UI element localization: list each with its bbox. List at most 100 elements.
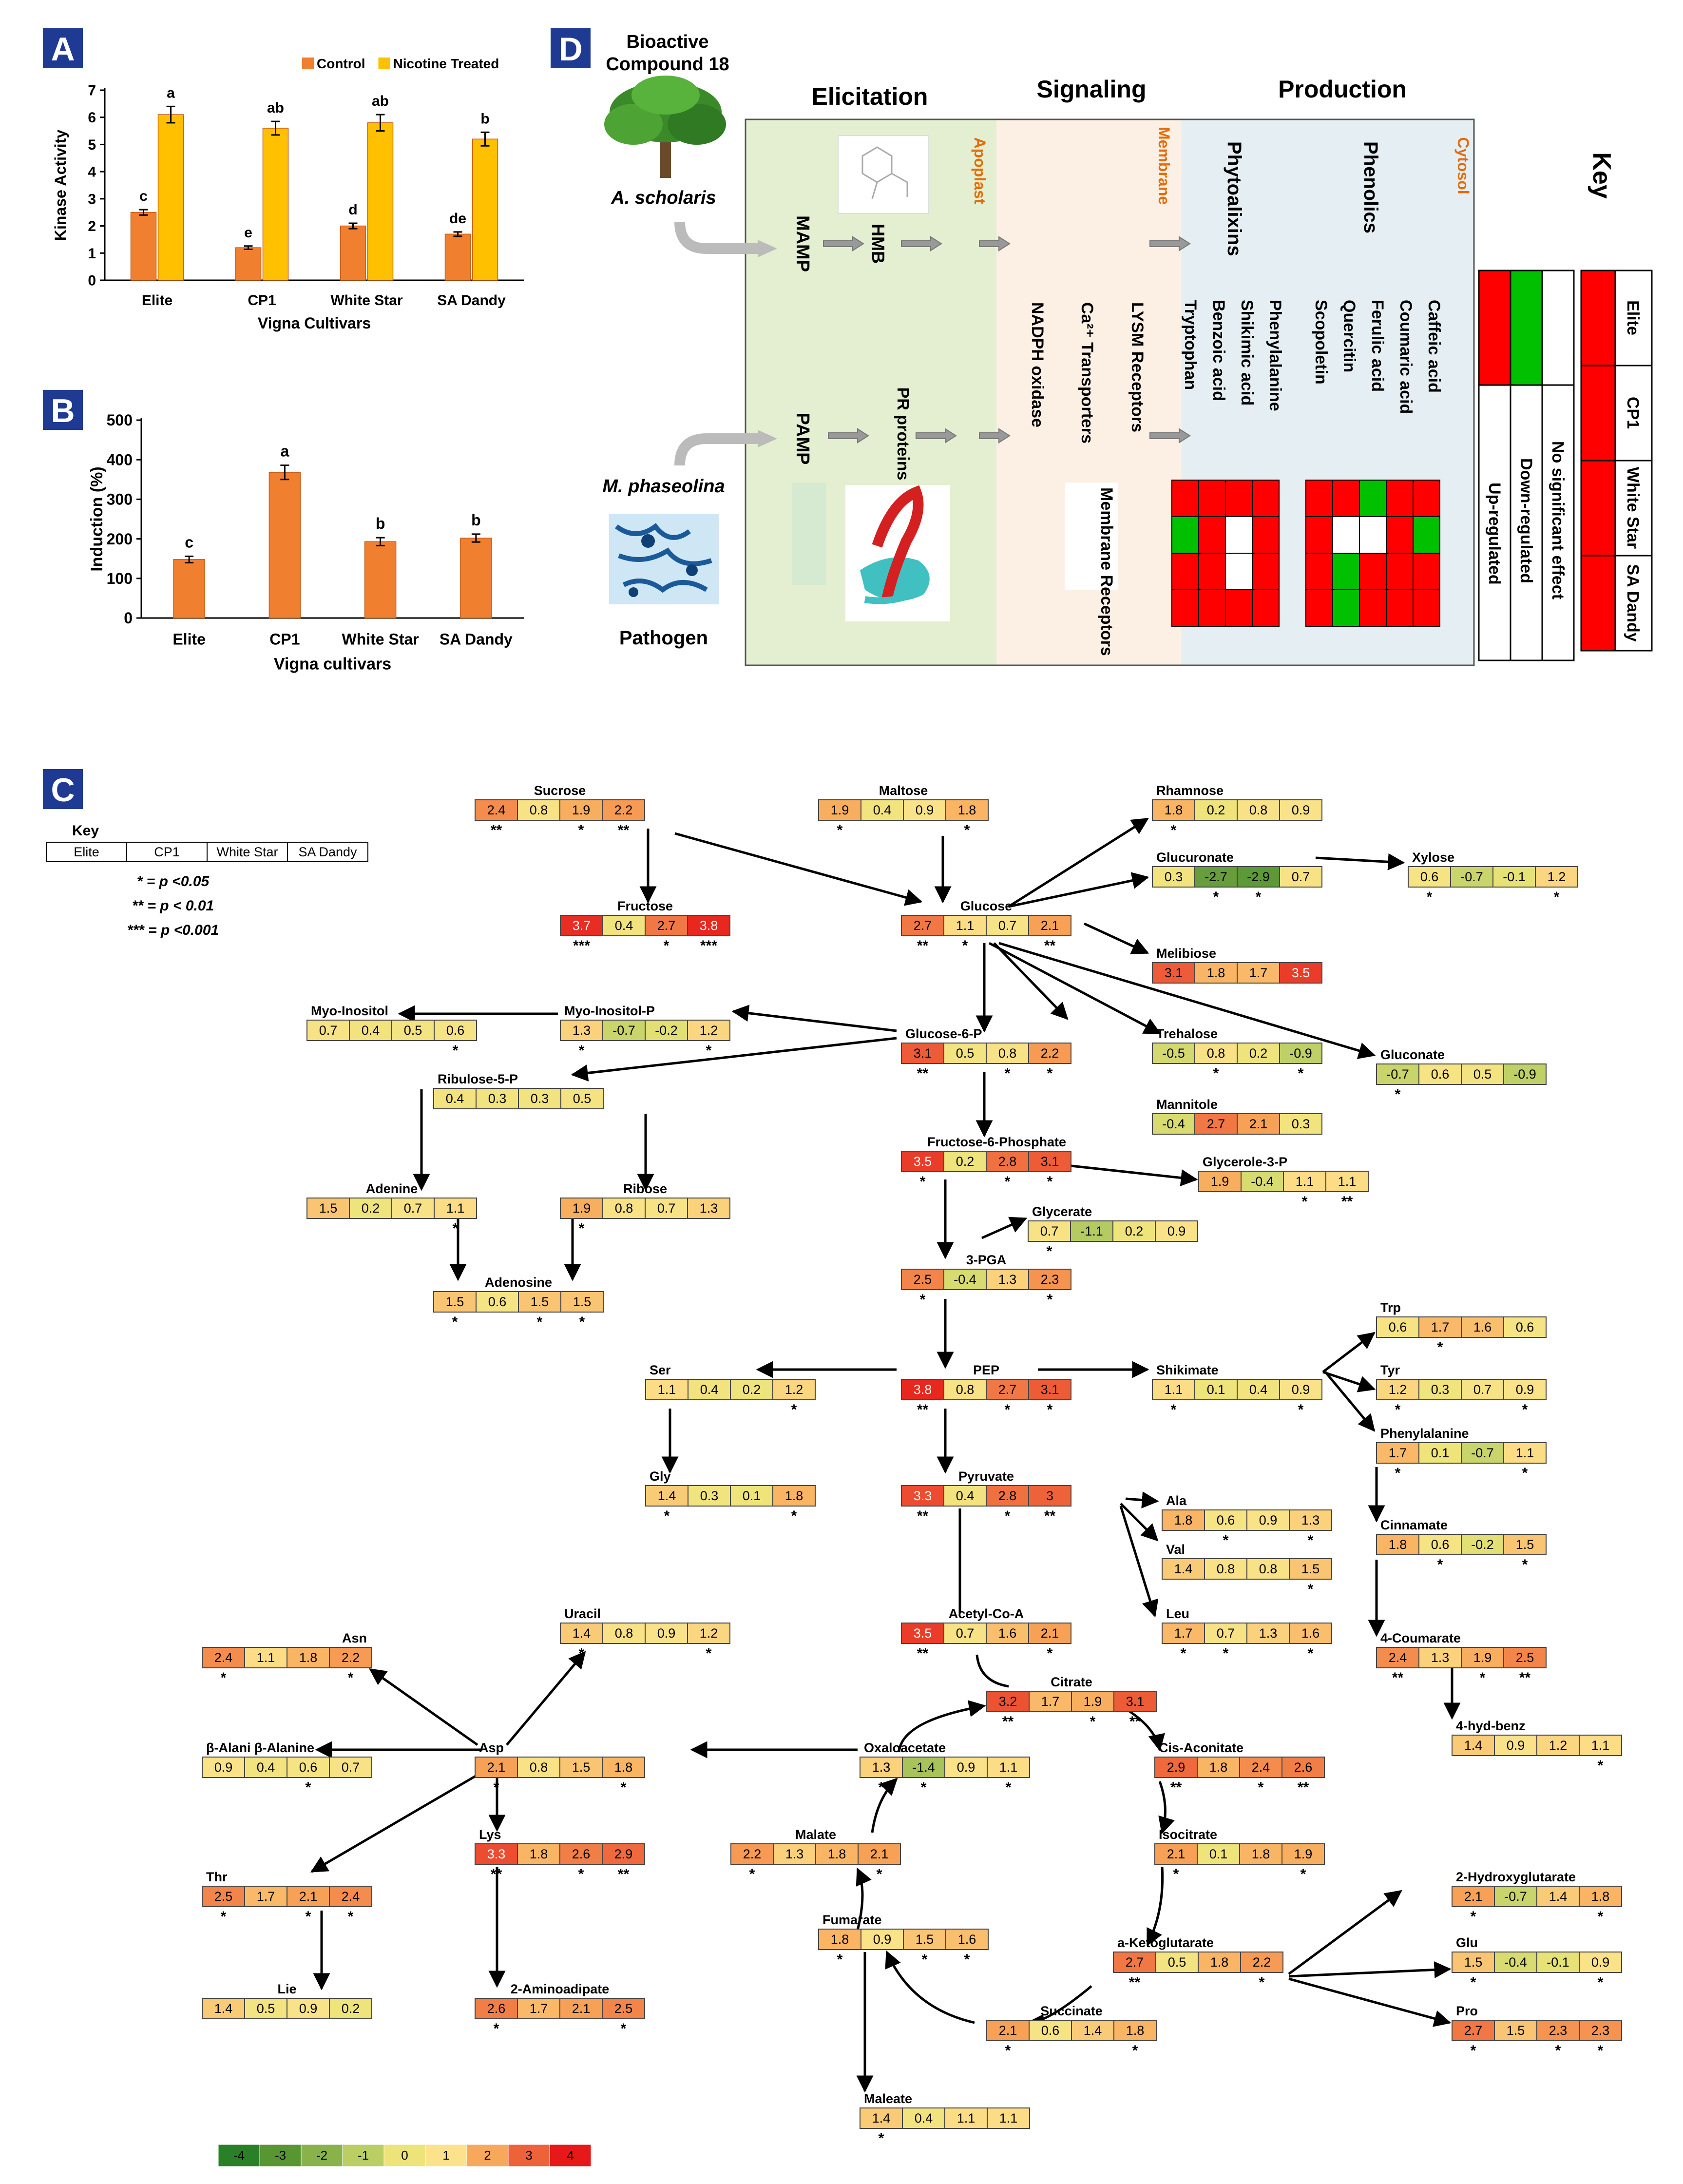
- cell-value: 2.1: [1167, 1847, 1186, 1861]
- phenolics-title: Phenolics: [1360, 141, 1381, 233]
- heatmap-cell: [329, 1647, 372, 1668]
- cell-value: 1.8: [1126, 2023, 1145, 2038]
- significance-mark: *: [962, 938, 968, 954]
- cell-value: 1.6: [958, 1932, 976, 1947]
- significance-mark: *: [791, 1508, 797, 1524]
- heatmap-cell: [560, 1198, 603, 1219]
- pathway-arrow: [674, 832, 923, 906]
- significance-mark: **: [1341, 1194, 1353, 1210]
- heatmap-cell: [1204, 1509, 1247, 1531]
- cell-value: 1.8: [299, 1650, 318, 1665]
- cell-value: 0.3: [1292, 1117, 1310, 1131]
- pr-protein-image: [792, 483, 950, 621]
- cell-value: 2.6: [572, 1847, 591, 1861]
- key-down-regulated: Down-regulated: [1517, 458, 1535, 583]
- heatmap-cell: [1028, 1043, 1071, 1064]
- significance-mark: *: [1181, 1645, 1186, 1662]
- cell-value: 1.4: [1549, 1889, 1568, 1904]
- cultivar-key-swatch: [1580, 365, 1616, 462]
- cell-value: 0.8: [998, 1046, 1017, 1061]
- significance-letter: c: [139, 188, 148, 204]
- cell-value: -1.4: [912, 1760, 935, 1775]
- significance-mark: *: [1213, 889, 1219, 905]
- significance-mark: *: [1223, 1532, 1229, 1548]
- heatmap-cell: [986, 1269, 1029, 1290]
- metabolite-name: Glucuronate: [1156, 850, 1234, 865]
- cell-value: -0.4: [1504, 1955, 1527, 1970]
- heatmap-cell: [1197, 1757, 1240, 1778]
- scale-label: 0: [401, 2148, 408, 2163]
- heatmap-cell: [1281, 1843, 1325, 1865]
- significance-mark: *: [578, 1866, 584, 1882]
- heatmap-cell: [861, 799, 904, 821]
- metabolite-name: Adenosine: [485, 1275, 552, 1290]
- significance-letter: de: [449, 211, 466, 227]
- y-tick-label: 3: [88, 191, 96, 207]
- cell-value: -0.4: [954, 1272, 976, 1287]
- cell-value: 1.6: [998, 1626, 1017, 1641]
- cell-value: 1.8: [785, 1488, 803, 1503]
- phytoalexin-item: Benzoic acid: [1209, 300, 1228, 401]
- bar: [364, 541, 397, 618]
- heatmap-cell: [306, 1020, 350, 1041]
- metabolite-name: Val: [1166, 1542, 1185, 1557]
- heatmap-cell: [1171, 553, 1199, 590]
- significance-mark: *: [1173, 1866, 1179, 1882]
- significance-mark: *: [920, 1292, 926, 1308]
- significance-mark: *: [1437, 1339, 1443, 1355]
- metabolite-name: Trehalose: [1156, 1026, 1218, 1041]
- cell-value: 2.1: [870, 1847, 889, 1861]
- heatmap-cell: [434, 1198, 477, 1219]
- heatmap-cell: [1204, 1558, 1247, 1580]
- heatmap-cell: [1535, 866, 1578, 888]
- scale-label: -2: [316, 2148, 327, 2163]
- pathway-arrow: [1288, 1890, 1402, 1975]
- cell-value: 0.5: [404, 1023, 422, 1038]
- panel-b-badge: [43, 390, 83, 430]
- scale-label: -1: [358, 2148, 369, 2163]
- cell-value: 0.9: [1292, 803, 1310, 817]
- heatmap-cell: [1461, 1442, 1504, 1464]
- cell-value: 1.8: [530, 1847, 548, 1861]
- y-tick-label: 5: [88, 137, 96, 153]
- heatmap-cell: [559, 1757, 603, 1778]
- heatmap-cell: [772, 1485, 816, 1507]
- significance-mark: **: [1129, 1974, 1141, 1991]
- heatmap-cell: [1279, 1043, 1322, 1064]
- heatmap-cell: [986, 2020, 1030, 2041]
- significance-mark: *: [1427, 889, 1433, 905]
- cell-value: 1.3: [1431, 1650, 1450, 1665]
- heatmap-cell: [1194, 1043, 1238, 1064]
- cell-value: 0.3: [531, 1091, 549, 1106]
- key-column-label: White Star: [216, 845, 278, 859]
- pr-proteins-label: PR proteins: [894, 387, 912, 481]
- significance-mark: *: [1298, 1402, 1304, 1418]
- heatmap-cell: [1386, 589, 1414, 627]
- significance-mark: *: [1308, 1581, 1314, 1597]
- cell-value: -0.4: [1162, 1117, 1185, 1131]
- cell-value: 2.7: [1207, 1117, 1225, 1131]
- cell-value: 1.3: [1301, 1513, 1320, 1527]
- cell-value: -0.7: [1504, 1889, 1527, 1904]
- cell-value: 0.9: [1259, 1513, 1278, 1527]
- heatmap-cell: [602, 1623, 646, 1644]
- heatmap-cell: [902, 2107, 945, 2129]
- significance-letter: b: [471, 511, 481, 529]
- cell-value: 0.6: [299, 1760, 318, 1775]
- pathway-arrow: [898, 1700, 986, 1753]
- cell-value: 3.8: [914, 1382, 932, 1397]
- phenolic-item: Scopoletin: [1312, 300, 1330, 385]
- cell-value: 1.1: [1296, 1174, 1314, 1189]
- y-tick-label: 0: [88, 273, 96, 289]
- heatmap-cell: [858, 1843, 901, 1865]
- significance-mark: *: [221, 1670, 227, 1686]
- significance-mark: *: [837, 1952, 843, 1968]
- significance-mark: **: [917, 1065, 929, 1082]
